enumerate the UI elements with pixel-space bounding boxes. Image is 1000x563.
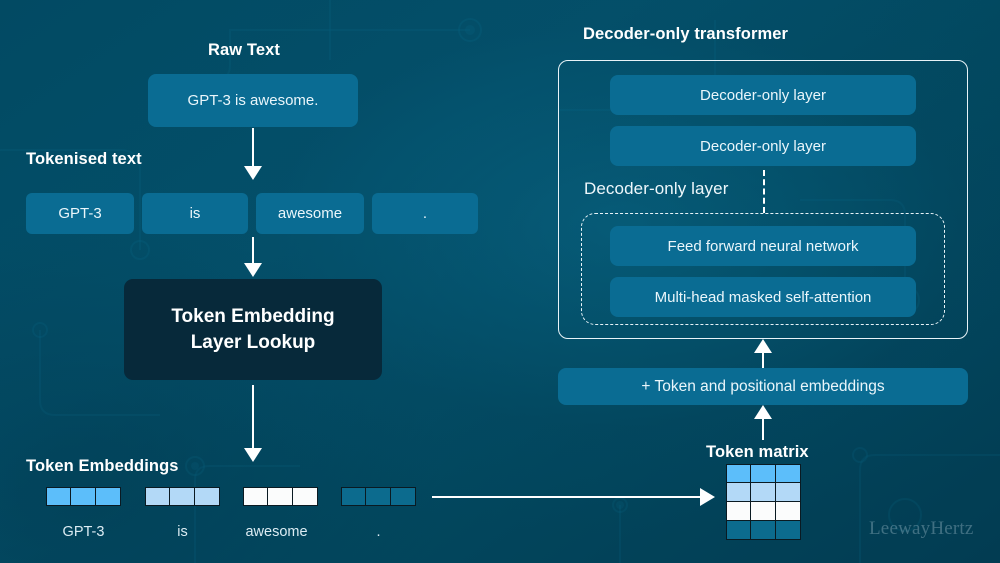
embedding-cell [96,487,121,506]
token-matrix-row [726,521,801,540]
token-matrix-cell [726,521,751,540]
token-matrix-cell [776,464,801,483]
embedding-strip-1[interactable] [145,487,220,506]
token-matrix-label: Token matrix [706,443,809,461]
token-matrix-cell [751,464,776,483]
expanded-decoder-layer-label: Decoder-only layer [584,179,729,198]
token-embeddings-label: Token Embeddings [26,457,179,475]
token-chip-2[interactable]: awesome [256,193,364,234]
token-chip-3[interactable]: . [372,193,478,234]
arrow-raw-to-tokens-shaft [252,128,255,168]
lookup-box-line1: Token Embedding [171,305,335,327]
embedding-strip-0[interactable] [46,487,121,506]
arrow-down-icon [244,263,262,277]
token-matrix-cell [751,521,776,540]
token-matrix-cell [726,502,751,521]
token-matrix-cell [776,502,801,521]
embedding-cell [46,487,71,506]
lookup-box-line2: Layer Lookup [190,331,316,353]
token-matrix-cell [776,483,801,502]
raw-text-box[interactable]: GPT-3 is awesome. [148,74,358,127]
embedding-cell [71,487,96,506]
embedding-cell [366,487,391,506]
tokenised-text-label: Tokenised text [26,150,142,168]
embedding-strip-3[interactable] [341,487,416,506]
watermark: LeewayHertz [869,518,974,539]
arrow-embeddings-to-matrix-shaft [432,496,702,499]
arrow-up-icon [754,405,772,419]
token-matrix-cell [726,483,751,502]
token-matrix-cell [751,483,776,502]
embedding-cell [195,487,220,506]
token-matrix-row [726,502,801,521]
arrow-up-icon [754,339,772,353]
decoder-layer-stack-1[interactable]: Decoder-only layer [610,126,916,166]
token-chip-0[interactable]: GPT-3 [26,193,134,234]
arrow-down-icon [244,448,262,462]
token-matrix-cell [776,521,801,540]
arrow-down-icon [244,166,262,180]
embedding-cell [341,487,366,506]
embedding-label-1: is [177,524,188,540]
expanded-decoder-layer-box [581,213,945,325]
vertical-dotted-connector-icon [763,170,765,213]
embedding-label-0: GPT-3 [62,524,105,540]
decoder-transformer-outer-box [558,60,968,339]
arrow-tokens-to-lookup-shaft [252,237,255,265]
embedding-cell [145,487,170,506]
arrow-lookup-to-embeddings-shaft [252,385,255,450]
self-attention-block[interactable]: Multi-head masked self-attention [610,277,916,317]
embedding-label-3: . [376,524,381,540]
embedding-cell [268,487,293,506]
arrow-matrix-to-sum-shaft [762,418,765,440]
embedding-cell [170,487,195,506]
embedding-strip-2[interactable] [243,487,318,506]
embedding-cell [391,487,416,506]
token-matrix-cell [726,464,751,483]
token-matrix-cell [751,502,776,521]
arrow-sum-to-transformer-shaft [762,352,765,368]
token-embedding-lookup-box[interactable]: Token Embedding Layer Lookup [124,279,382,380]
token-matrix-row [726,464,801,483]
embedding-cell [243,487,268,506]
embedding-label-2: awesome [245,524,308,540]
embedding-cell [293,487,318,506]
token-chip-1[interactable]: is [142,193,248,234]
raw-text-label: Raw Text [208,41,281,59]
token-matrix-grid[interactable] [726,464,801,540]
decoder-layer-stack-0[interactable]: Decoder-only layer [610,75,916,115]
token-matrix-row [726,483,801,502]
decoder-transformer-title: Decoder-only transformer [583,25,789,43]
arrow-right-icon [700,488,715,506]
feed-forward-block[interactable]: Feed forward neural network [610,226,916,266]
token-positional-embeddings-box[interactable]: + Token and positional embeddings [558,368,968,405]
